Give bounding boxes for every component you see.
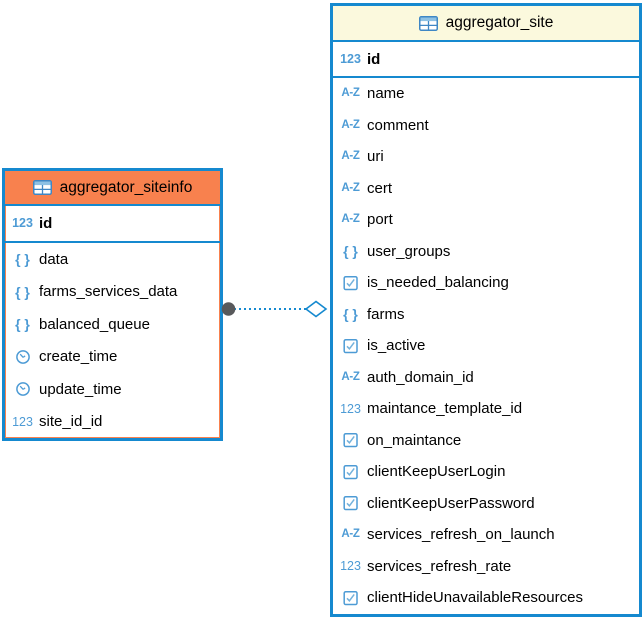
number-type-icon: 123 (340, 51, 361, 66)
column-row[interactable]: A-Z name (333, 78, 639, 110)
column-row[interactable]: update_time (5, 373, 220, 406)
table-header[interactable]: aggregator_site (333, 6, 639, 42)
checkbox-type-icon (342, 496, 358, 511)
column-name: farms (367, 305, 405, 323)
column-row[interactable]: { } balanced_queue (5, 308, 220, 341)
column-row[interactable]: is_needed_balancing (333, 267, 639, 299)
text-type-icon: A-Z (341, 528, 360, 540)
column-name: balanced_queue (39, 315, 150, 333)
column-row[interactable]: 123 maintance_template_id (333, 393, 639, 425)
checkbox-type-icon (342, 590, 358, 606)
number-type-icon: 123 (12, 216, 33, 231)
clock-type-icon (15, 349, 30, 364)
column-name: on_maintance (367, 431, 462, 449)
number-type-icon: 123 (12, 414, 33, 429)
column-row[interactable]: { } farms_services_data (5, 276, 220, 309)
column-name: maintance_template_id (367, 400, 523, 418)
column-row[interactable]: A-Z port (333, 204, 639, 236)
column-row[interactable]: { } data (5, 243, 220, 276)
column-name: services_refresh_on_launch (367, 526, 555, 544)
table-header[interactable]: aggregator_siteinfo (5, 171, 220, 206)
column-name: auth_domain_id (367, 368, 474, 386)
column-name: port (367, 211, 393, 229)
column-name: clientKeepUserPassword (367, 494, 535, 512)
column-name: site_id_id (39, 413, 103, 431)
table-icon (418, 15, 438, 31)
clock-type-icon (15, 382, 30, 397)
column-row[interactable]: on_maintance (333, 425, 639, 457)
column-name: clientKeepUserLogin (367, 463, 506, 481)
text-type-icon: A-Z (341, 181, 360, 194)
column-name: farms_services_data (39, 283, 178, 301)
column-name: services_refresh_rate (367, 557, 512, 575)
checkbox-type-icon (342, 275, 358, 291)
column-row[interactable]: { } farms (333, 299, 639, 331)
column-row[interactable]: clientKeepUserPassword (333, 488, 639, 520)
relationship-connector[interactable] (218, 294, 336, 324)
column-name: clientHideUnavailableResources (367, 589, 583, 607)
column-row[interactable]: A-Z auth_domain_id (333, 362, 639, 394)
checkbox-type-icon (342, 338, 358, 354)
column-row[interactable]: create_time (5, 341, 220, 374)
table-title: aggregator_siteinfo (59, 178, 193, 196)
json-type-icon: { } (15, 316, 30, 333)
column-name: data (39, 250, 69, 268)
json-type-icon: { } (15, 283, 30, 300)
checkbox-type-icon (342, 464, 358, 480)
text-type-icon: A-Z (341, 118, 360, 131)
json-type-icon: { } (15, 251, 30, 268)
text-type-icon: A-Z (341, 87, 360, 99)
diamond-endpoint-icon (304, 300, 328, 318)
column-name: name (367, 85, 405, 103)
text-type-icon: A-Z (341, 150, 360, 162)
column-row[interactable]: A-Z services_refresh_on_launch (333, 519, 639, 551)
column-name: is_needed_balancing (367, 274, 509, 292)
json-type-icon: { } (343, 306, 358, 323)
columns-list: { } data { } farms_services_data { } balanced… (5, 243, 220, 438)
primary-key-row[interactable]: 123 id (5, 206, 220, 243)
column-row[interactable]: is_active (333, 330, 639, 362)
table-title: aggregator_site (445, 14, 554, 31)
column-row[interactable]: A-Z cert (333, 173, 639, 205)
text-type-icon: A-Z (341, 213, 360, 225)
number-type-icon: 123 (340, 559, 361, 573)
column-row[interactable]: clientKeepUserLogin (333, 456, 639, 488)
column-row[interactable]: { } user_groups (333, 236, 639, 268)
circle-endpoint-icon (221, 302, 236, 316)
json-type-icon: { } (343, 243, 358, 260)
column-name: comment (367, 116, 429, 134)
text-type-icon: A-Z (341, 370, 360, 383)
table-icon (32, 180, 52, 195)
column-name: cert (367, 179, 393, 197)
column-name: user_groups (367, 242, 451, 260)
column-row[interactable]: 123 site_id_id (5, 406, 220, 439)
column-name: id (367, 50, 381, 68)
column-row[interactable]: A-Z comment (333, 110, 639, 142)
column-row[interactable]: 123 services_refresh_rate (333, 551, 639, 583)
checkbox-type-icon (342, 433, 358, 448)
column-name: is_active (367, 337, 426, 355)
primary-key-row[interactable]: 123 id (333, 42, 639, 78)
table-node[interactable]: aggregator_siteinfo 123 id { } data { } farm… (2, 168, 223, 441)
column-name: id (39, 215, 53, 232)
column-name: create_time (39, 348, 118, 366)
number-type-icon: 123 (340, 401, 361, 416)
column-row[interactable]: A-Z uri (333, 141, 639, 173)
column-name: update_time (39, 380, 122, 398)
column-name: uri (367, 148, 384, 166)
column-row[interactable]: clientHideUnavailableResources (333, 582, 639, 614)
